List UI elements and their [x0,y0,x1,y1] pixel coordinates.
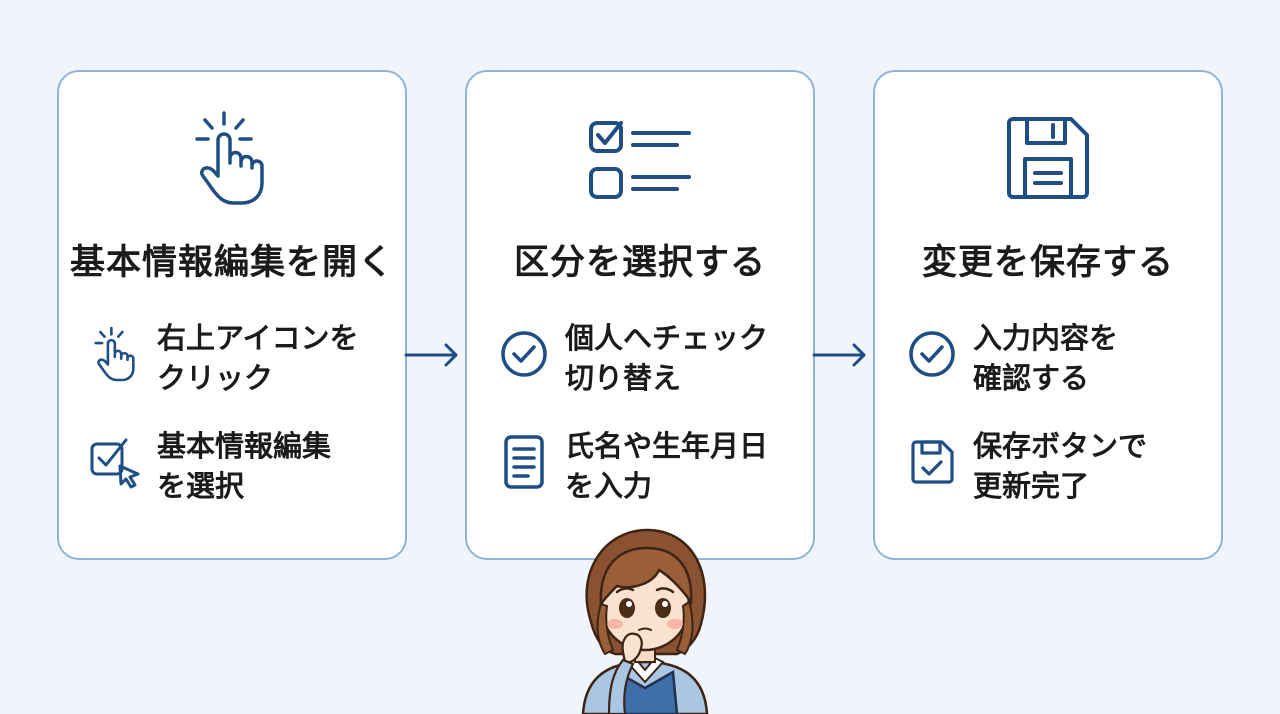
step-item: 個人へチェック 切り替え [491,316,803,396]
step-item-text: 保存ボタンで 更新完了 [973,429,1148,503]
save-check-icon [899,426,965,498]
tap-hand-icon [83,318,149,390]
checklist-icon [467,108,813,208]
tap-hand-icon [59,108,405,208]
thinking-woman-illustration [581,528,709,714]
step-item: 氏名や生年月日 を入力 [491,424,803,504]
step-item-text: 右上アイコンを クリック [157,321,359,395]
document-icon [491,426,557,498]
step-item-text: 氏名や生年月日 を入力 [565,429,769,503]
arrow-right-icon [812,343,866,367]
step-item-text: 個人へチェック 切り替え [565,321,769,395]
step-item: 右上アイコンを クリック [83,316,395,396]
check-circle-icon [491,318,557,390]
step-card-save-changes: 変更を保存する 入力内容を 確認する 保存ボタンで 更新完了 [873,70,1223,560]
step-title: 区分を選択する [513,243,766,283]
step-title: 基本情報編集を開く [69,243,394,283]
step-card-select-category: 区分を選択する 個人へチェック 切り替え 氏名や生年月日 を入力 [465,70,815,560]
step-item: 入力内容を 確認する [899,316,1211,396]
check-circle-icon [899,318,965,390]
step-item-text: 入力内容を 確認する [973,321,1119,395]
step-card-open-basic-info: 基本情報編集を開く 右上アイコンを クリック 基本情報編集 を選択 [57,70,407,560]
step-title: 変更を保存する [921,243,1174,283]
step-item-text: 基本情報編集 を選択 [157,429,332,503]
arrow-right-icon [404,343,458,367]
floppy-disk-icon [875,108,1221,208]
step-item: 基本情報編集 を選択 [83,424,395,504]
checkbox-cursor-icon [83,426,149,498]
step-item: 保存ボタンで 更新完了 [899,424,1211,504]
